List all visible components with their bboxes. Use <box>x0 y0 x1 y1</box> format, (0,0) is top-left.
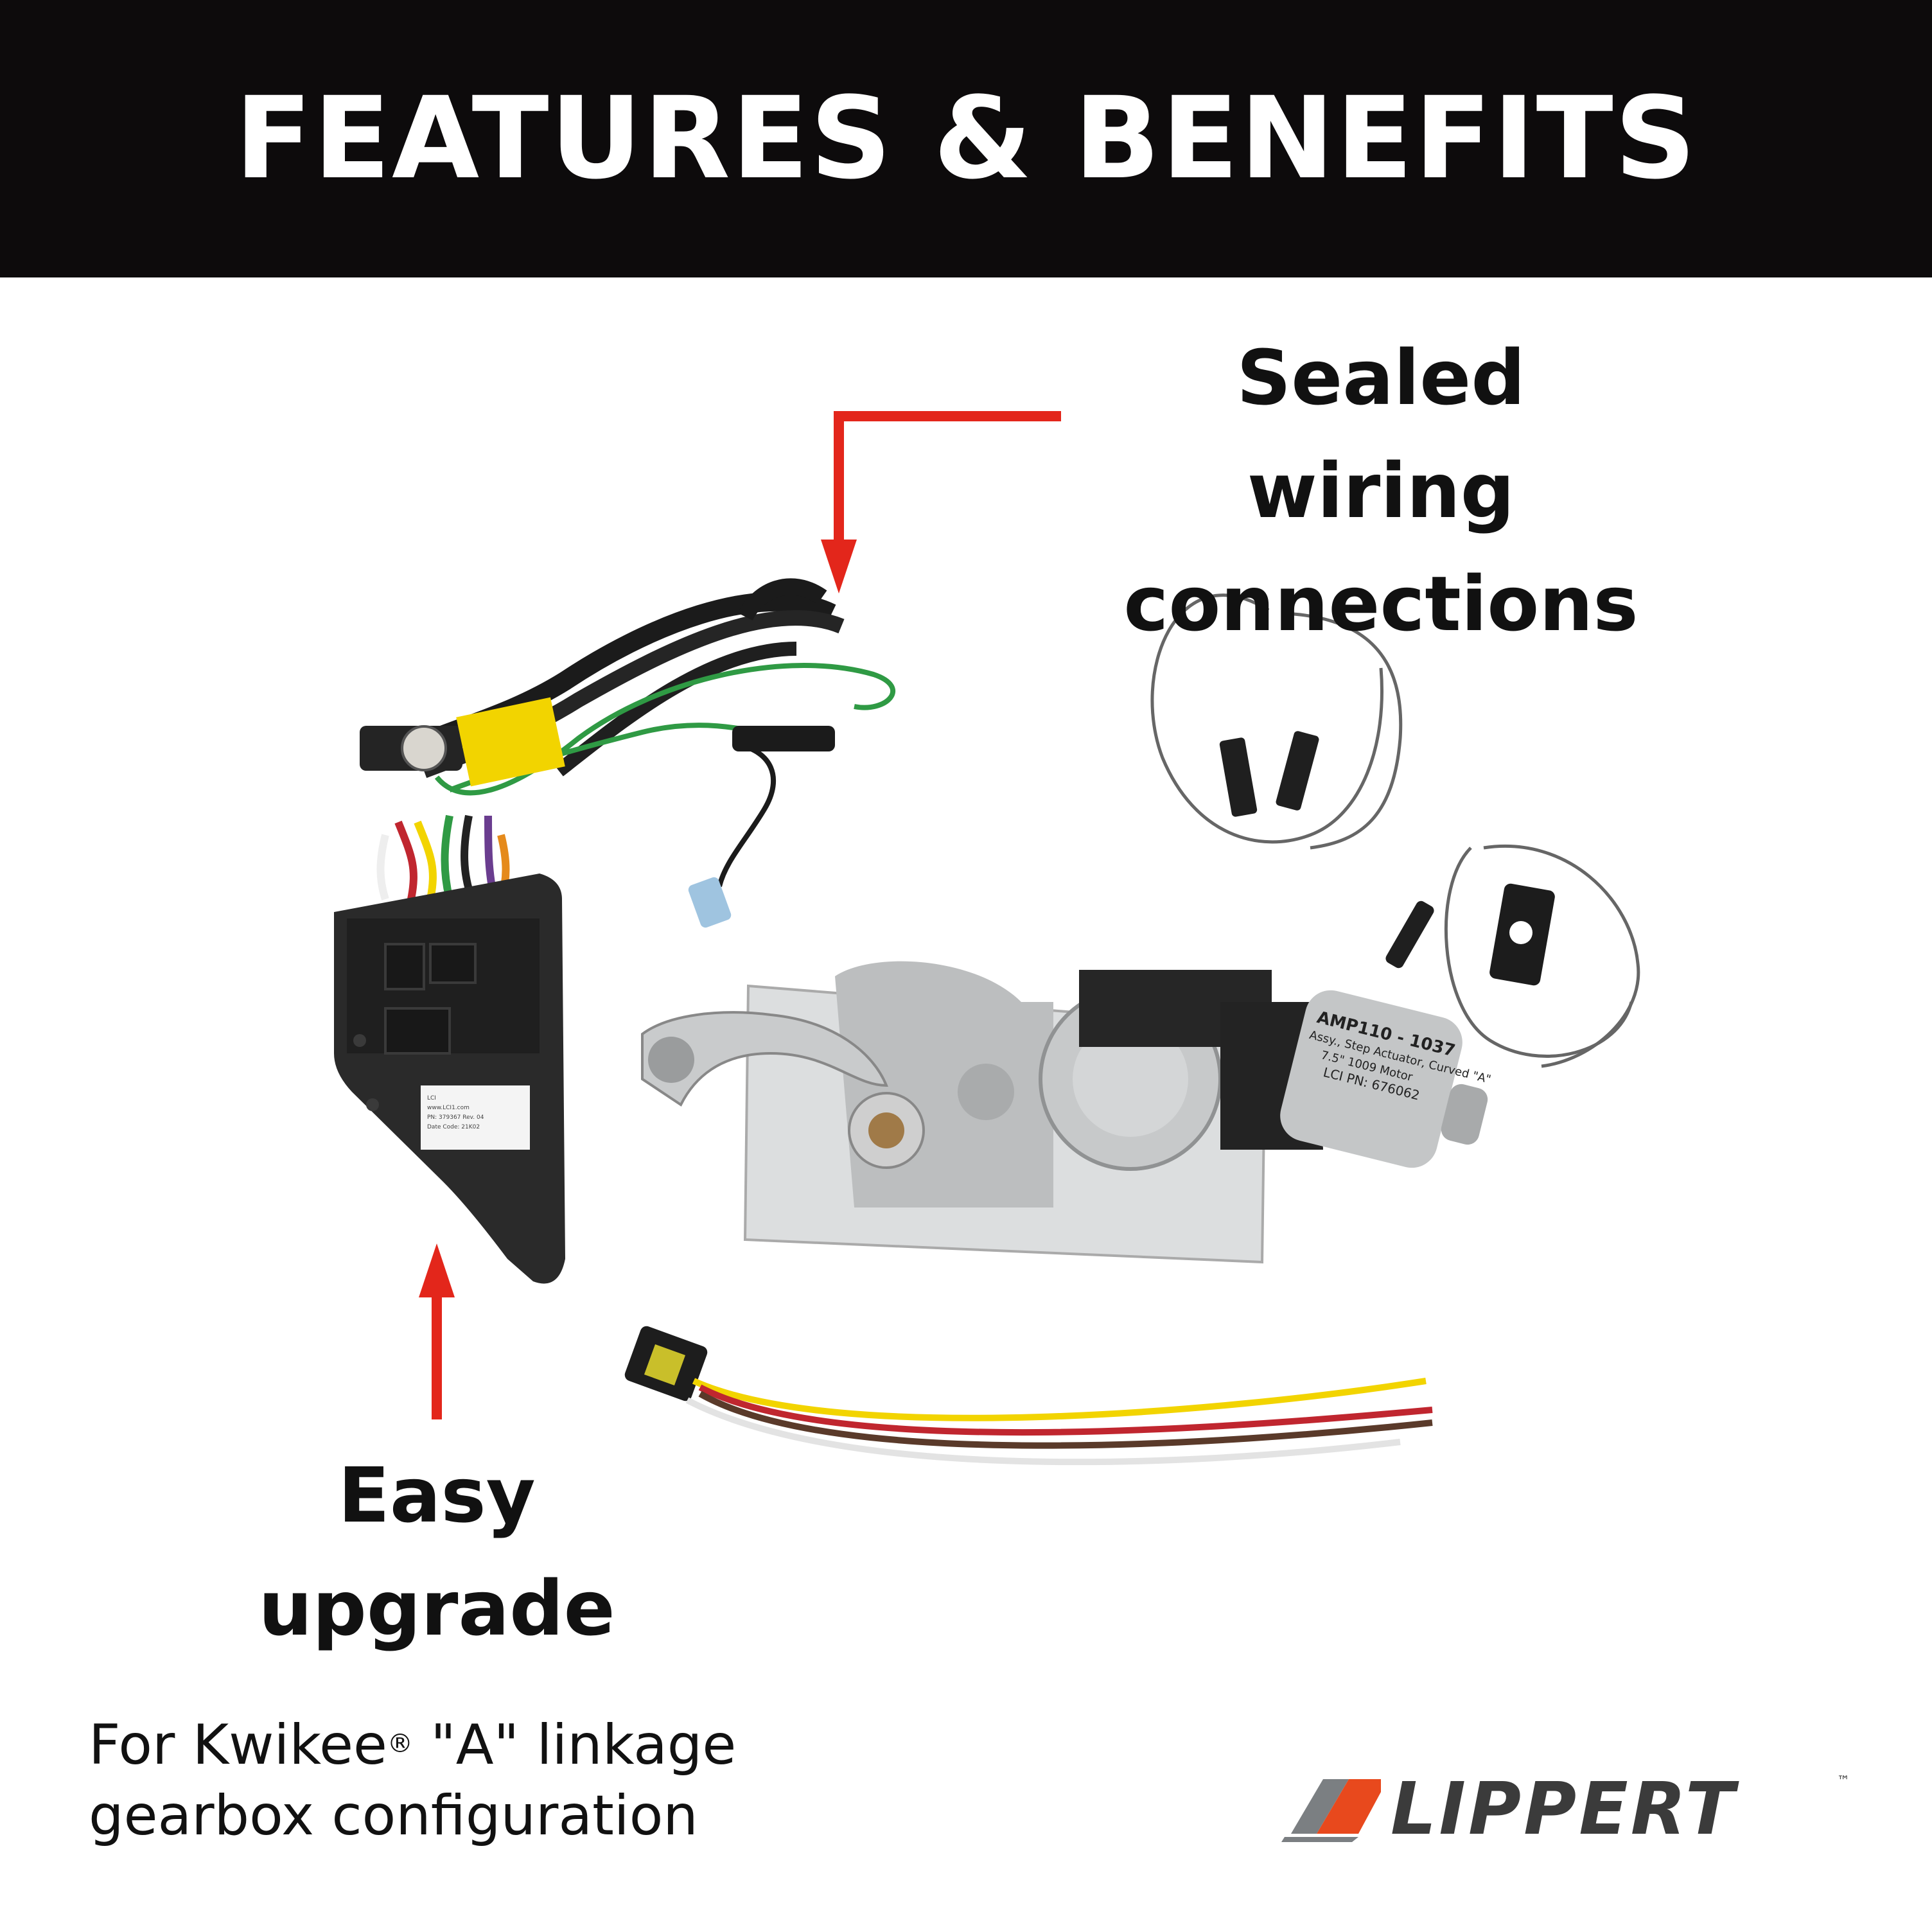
callout-sealed-wiring: Sealed wiring connections <box>1092 321 1670 660</box>
compatibility-note: For Kwikee® "A" linkage gearbox configur… <box>89 1708 736 1851</box>
arrow-sealed-wiring <box>821 411 1061 593</box>
banner-title: FEATURES & BENEFITS <box>234 73 1698 204</box>
callout-easy-line2: upgrade <box>258 1564 615 1653</box>
callout-easy-line1: Easy <box>338 1451 536 1540</box>
svg-text:LCI: LCI <box>427 1095 436 1102</box>
gearbox-motor-icon <box>641 961 1488 1264</box>
wire-harness-icon <box>360 578 896 928</box>
compatibility-line1: For Kwikee® "A" linkage <box>89 1713 737 1777</box>
svg-text:www.LCI1.com: www.LCI1.com <box>427 1105 470 1111</box>
controller-module-icon <box>334 874 565 1284</box>
logo-trademark: ™ <box>1837 1773 1850 1788</box>
callout-easy-upgrade: Easy upgrade <box>257 1439 617 1665</box>
compatibility-line2: gearbox configuration <box>89 1784 698 1848</box>
callout-sealed-line2: connections <box>1123 559 1638 648</box>
registered-mark: ® <box>387 1729 413 1759</box>
callout-sealed-line1: Sealed wiring <box>1236 333 1525 535</box>
pigtail-connector-icon <box>624 1326 1433 1466</box>
arrow-easy-upgrade <box>419 1243 455 1419</box>
lippert-mark-icon <box>1281 1779 1381 1842</box>
lippert-logo: LIPPERT ™ <box>1278 1768 1856 1851</box>
svg-text:PN: 379367 Rev. 04: PN: 379367 Rev. 04 <box>427 1114 484 1121</box>
header-banner: FEATURES & BENEFITS <box>0 0 1932 277</box>
magnetic-sensor-icon <box>1150 593 1640 1068</box>
svg-text:Date Code: 21K02: Date Code: 21K02 <box>427 1124 480 1130</box>
controller-label: LCI www.LCI1.com PN: 379367 Rev. 04 Date… <box>427 1095 484 1130</box>
logo-wordmark: LIPPERT <box>1391 1768 1737 1851</box>
